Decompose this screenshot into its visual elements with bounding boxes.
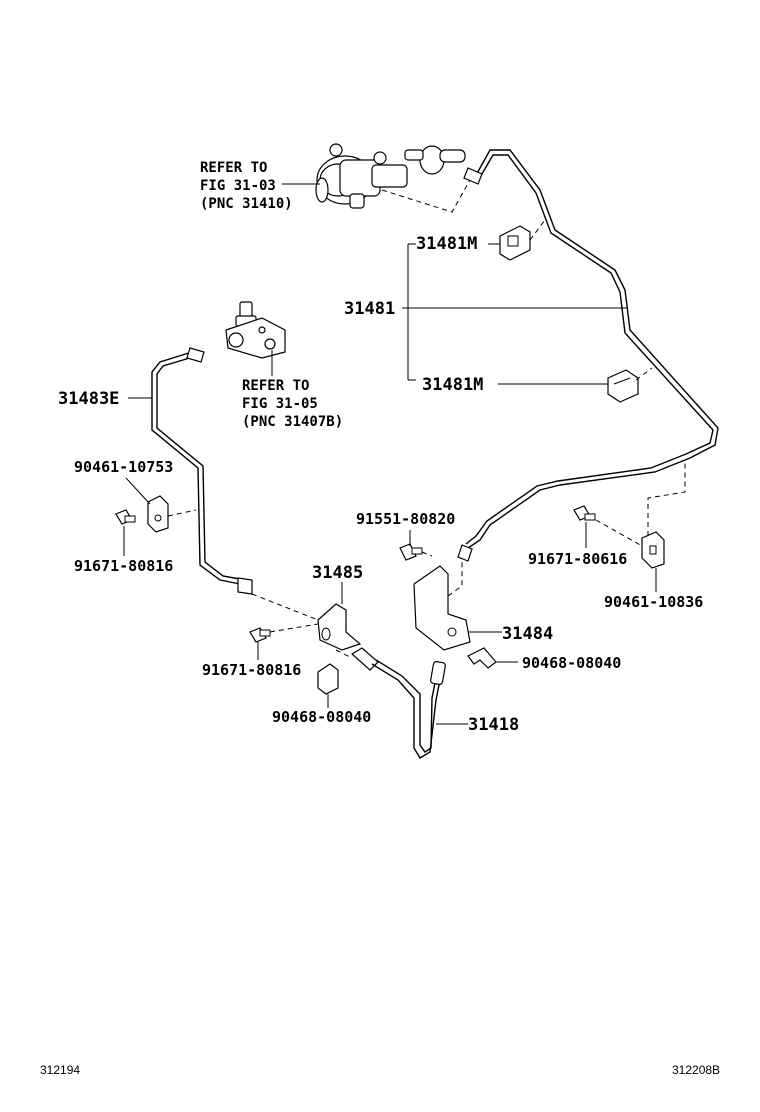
bolt-91551-80820 <box>399 543 423 561</box>
clip-90468-08040-right <box>467 647 497 669</box>
label-91671-80816-left: 91671-80816 <box>74 557 173 575</box>
clutch-flexible-hose-31418 <box>350 647 446 759</box>
bolt-91671-80816-left <box>115 509 136 525</box>
bolt-91671-80816-lower <box>249 627 271 643</box>
clamp-31481M-bottom <box>607 369 639 403</box>
label-90461-10753: 90461-10753 <box>74 458 173 476</box>
reference-master-cylinder: REFER TO FIG 31-03 (PNC 31410) <box>200 160 293 212</box>
label-31481M-top: 31481M <box>416 234 477 254</box>
label-91551-80820: 91551-80820 <box>356 510 455 528</box>
ref-line-1: REFER TO <box>200 160 267 176</box>
label-31481: 31481 <box>344 299 395 319</box>
label-31483E: 31483E <box>58 389 119 409</box>
dashed-lines <box>167 179 686 659</box>
label-31481M-bottom: 31481M <box>422 375 483 395</box>
clamp-31481M-top <box>499 225 531 261</box>
bracket-31484 <box>413 565 471 651</box>
footer-code-left: 312194 <box>40 1063 80 1077</box>
ref-line-3: (PNC 31407B) <box>242 414 343 430</box>
bracket-90461-10753 <box>147 495 169 533</box>
label-31418: 31418 <box>468 715 519 735</box>
ref-line-3: (PNC 31410) <box>200 196 293 212</box>
label-90461-10836: 90461-10836 <box>604 593 703 611</box>
clutch-master-cylinder-illustration <box>315 143 466 209</box>
ref-line-2: FIG 31-03 <box>200 178 276 194</box>
clip-90468-08040-lower <box>317 663 339 695</box>
clutch-pipe-31483E <box>151 351 246 586</box>
label-31485: 31485 <box>312 563 363 583</box>
clutch-pipe-31481 <box>467 149 719 549</box>
bracket-31485 <box>317 603 362 651</box>
label-90468-08040-lower: 90468-08040 <box>272 708 371 726</box>
footer-code-right: 312208B <box>672 1063 720 1077</box>
label-31484: 31484 <box>502 624 553 644</box>
label-91671-80616: 91671-80616 <box>528 550 627 568</box>
bracket-90461-10836 <box>641 531 665 569</box>
label-91671-80816-lower: 91671-80816 <box>202 661 301 679</box>
leader-lines <box>123 183 657 725</box>
bolt-91671-80616 <box>573 505 596 521</box>
release-cylinder-illustration <box>225 301 286 359</box>
label-90468-08040-right: 90468-08040 <box>522 654 621 672</box>
reference-release-cylinder: REFER TO FIG 31-05 (PNC 31407B) <box>242 378 343 430</box>
ref-line-2: FIG 31-05 <box>242 396 318 412</box>
ref-line-1: REFER TO <box>242 378 309 394</box>
